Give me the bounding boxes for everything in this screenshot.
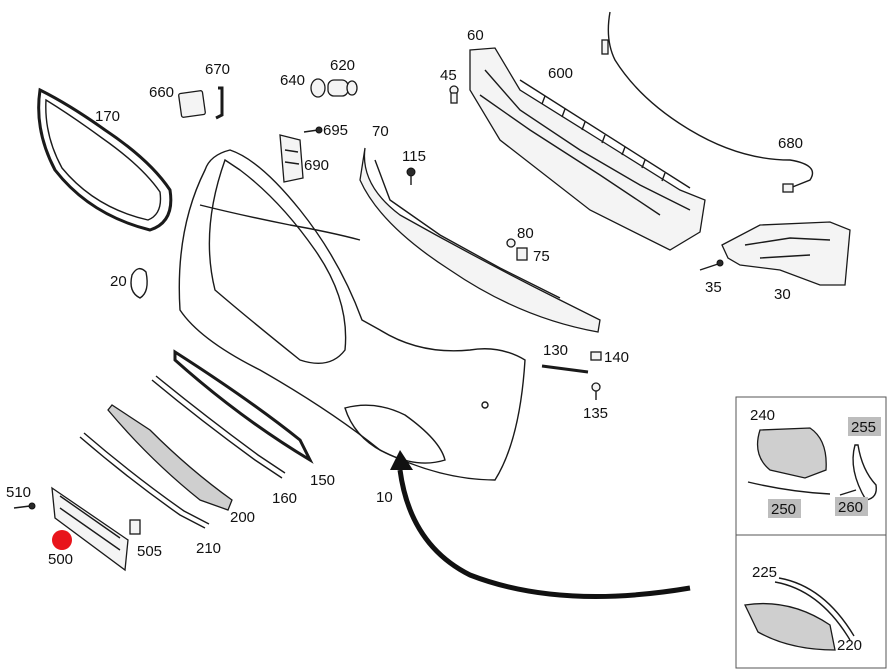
- part-80-nut[interactable]: [506, 238, 516, 248]
- label-500: 500: [48, 551, 73, 568]
- part-45-screw[interactable]: [449, 85, 459, 104]
- label-80: 80: [517, 225, 534, 242]
- part-130-strip[interactable]: [541, 364, 589, 374]
- part-220-grille[interactable]: [744, 602, 836, 651]
- part-160-trim[interactable]: [151, 375, 286, 479]
- selected-part-marker: [52, 530, 72, 550]
- part-150-trim[interactable]: [173, 349, 314, 464]
- label-highlight-255: [848, 417, 881, 436]
- part-620-holder[interactable]: [327, 79, 358, 97]
- label-30: 30: [774, 286, 791, 303]
- part-660-sensor[interactable]: [178, 90, 206, 118]
- part-30-bracket[interactable]: [721, 221, 851, 286]
- label-130: 130: [543, 342, 568, 359]
- part-250-trim[interactable]: [747, 481, 831, 495]
- label-225: 225: [752, 564, 777, 581]
- part-20-cover[interactable]: [130, 267, 148, 299]
- part-255-cover[interactable]: [852, 444, 877, 501]
- part-75-clip[interactable]: [516, 247, 528, 261]
- part-170-grille-frame[interactable]: [37, 87, 173, 232]
- label-170: 170: [95, 108, 120, 125]
- label-670: 670: [205, 61, 230, 78]
- part-225-trim[interactable]: [774, 577, 855, 641]
- label-210: 210: [196, 540, 221, 557]
- part-70-support[interactable]: [359, 147, 601, 333]
- label-250: 250: [771, 501, 796, 518]
- label-35: 35: [705, 279, 722, 296]
- label-highlight-250: [768, 499, 801, 518]
- part-140-clip[interactable]: [590, 351, 602, 361]
- part-670-bracket[interactable]: [215, 86, 224, 120]
- part-640-sensor[interactable]: [310, 78, 326, 98]
- label-75: 75: [533, 248, 550, 265]
- label-10: 10: [376, 489, 393, 506]
- label-240: 240: [750, 407, 775, 424]
- label-620: 620: [330, 57, 355, 74]
- part-695-screw[interactable]: [303, 126, 323, 134]
- part-115-clip[interactable]: [406, 167, 416, 185]
- label-150: 150: [310, 472, 335, 489]
- part-10-bumper-cover[interactable]: [178, 149, 526, 481]
- part-200-lower-grille[interactable]: [107, 404, 233, 511]
- label-60: 60: [467, 27, 484, 44]
- label-115: 115: [402, 148, 426, 165]
- label-260: 260: [838, 499, 863, 516]
- part-500-license-plate-holder[interactable]: [51, 486, 129, 572]
- label-20: 20: [110, 273, 127, 290]
- label-690: 690: [304, 157, 329, 174]
- label-135: 135: [583, 405, 608, 422]
- label-660: 660: [149, 84, 174, 101]
- direction-arrow: [390, 450, 691, 599]
- label-200: 200: [230, 509, 255, 526]
- label-140: 140: [604, 349, 629, 366]
- label-505: 505: [137, 543, 162, 560]
- label-160: 160: [272, 490, 297, 507]
- label-640: 640: [280, 72, 305, 89]
- label-220: 220: [837, 637, 862, 654]
- label-highlight-260: [835, 497, 868, 516]
- label-695: 695: [323, 122, 348, 139]
- label-510: 510: [6, 484, 31, 501]
- part-600-bar[interactable]: [519, 79, 691, 189]
- label-680: 680: [778, 135, 803, 152]
- part-510-screw[interactable]: [13, 502, 36, 510]
- part-35-screw[interactable]: [699, 259, 724, 271]
- label-600: 600: [548, 65, 573, 82]
- part-690-bracket[interactable]: [279, 134, 304, 183]
- label-70: 70: [372, 123, 389, 140]
- label-255: 255: [851, 419, 876, 436]
- part-260-screw[interactable]: [839, 489, 857, 496]
- part-505-clip[interactable]: [129, 519, 141, 535]
- part-60-absorber[interactable]: [469, 47, 706, 251]
- label-45: 45: [440, 67, 457, 84]
- part-680-wiring[interactable]: [601, 11, 814, 193]
- part-135-screw[interactable]: [591, 382, 601, 400]
- part-210-trim[interactable]: [79, 432, 210, 529]
- part-240-vent-grille[interactable]: [756, 427, 827, 479]
